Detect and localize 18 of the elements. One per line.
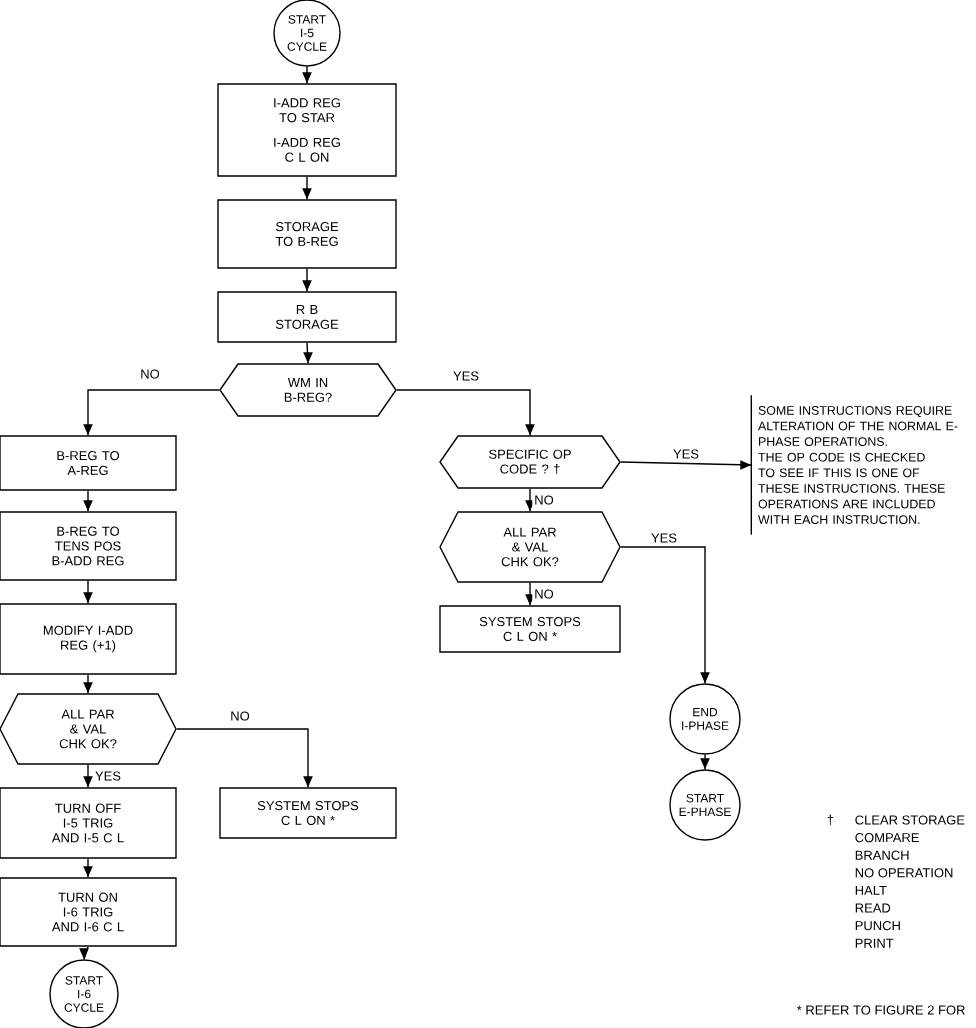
arrow: [302, 66, 312, 84]
arrow: [83, 490, 93, 512]
arrow: [83, 674, 93, 694]
arrow: [525, 488, 535, 512]
arrow: [83, 858, 93, 878]
arrow: [525, 582, 535, 606]
arrow: [620, 546, 710, 684]
arrow: [303, 342, 313, 364]
arrow: [83, 764, 93, 788]
arrow: [700, 754, 710, 770]
arrow: [83, 580, 93, 604]
arrow: [302, 268, 312, 292]
arrow: [176, 728, 313, 788]
arrow: [302, 176, 312, 200]
arrow: [79, 946, 89, 960]
arrow: [83, 389, 220, 436]
arrow: [396, 389, 535, 436]
arrow: [620, 460, 752, 470]
